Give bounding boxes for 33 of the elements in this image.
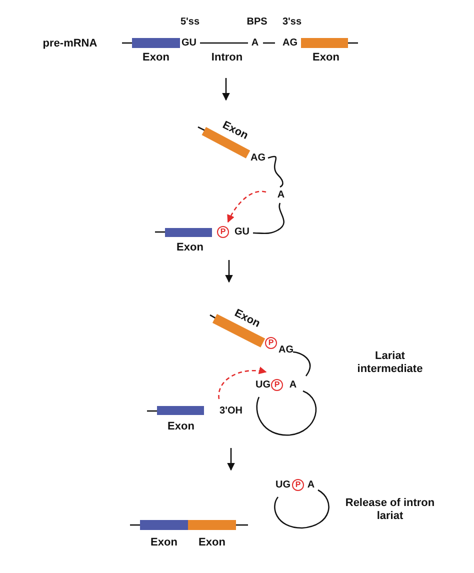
hydroxyl-label: 3'OH — [220, 406, 242, 416]
phosphate-marker: P — [292, 479, 304, 491]
nucleotide-label: A — [289, 380, 297, 390]
exon-label: Exon — [142, 52, 170, 64]
exon-label: Exon — [198, 538, 226, 548]
exon-label: Exon — [150, 538, 178, 548]
exon-label: Exon — [168, 422, 194, 432]
nucleotide-label: GU — [234, 226, 250, 238]
nucleotide-label: A — [307, 480, 315, 490]
phosphate-marker: P — [217, 226, 229, 238]
phosphate-marker: P — [265, 337, 277, 349]
exon-label: Exon — [312, 52, 340, 64]
site-label: BPS — [246, 16, 268, 28]
nucleotide-label: A — [251, 38, 259, 48]
nucleotide-label: AG — [250, 152, 266, 164]
nucleotide-label: GU — [182, 38, 196, 48]
phosphate-marker: P — [271, 379, 283, 391]
nucleotide-label: AG — [282, 38, 298, 48]
stage-caption: Lariat intermediate — [356, 350, 424, 376]
molecule-label: pre-mRNA — [42, 38, 98, 50]
nucleotide-label: UG — [256, 380, 270, 390]
stage-caption: Release of intron lariat — [345, 497, 435, 523]
intron-label: Intron — [211, 52, 243, 64]
exon-label: Exon — [232, 308, 262, 330]
nucleotide-label: AG — [278, 344, 294, 356]
exon-label: Exon — [220, 120, 250, 142]
site-label: 3'ss — [282, 16, 302, 28]
site-label: 5'ss — [180, 16, 200, 28]
exon-label: Exon — [176, 242, 204, 254]
nucleotide-label: A — [277, 190, 285, 200]
arrow — [227, 190, 266, 223]
nucleotide-label: UG — [276, 480, 290, 490]
arrow — [218, 366, 267, 400]
